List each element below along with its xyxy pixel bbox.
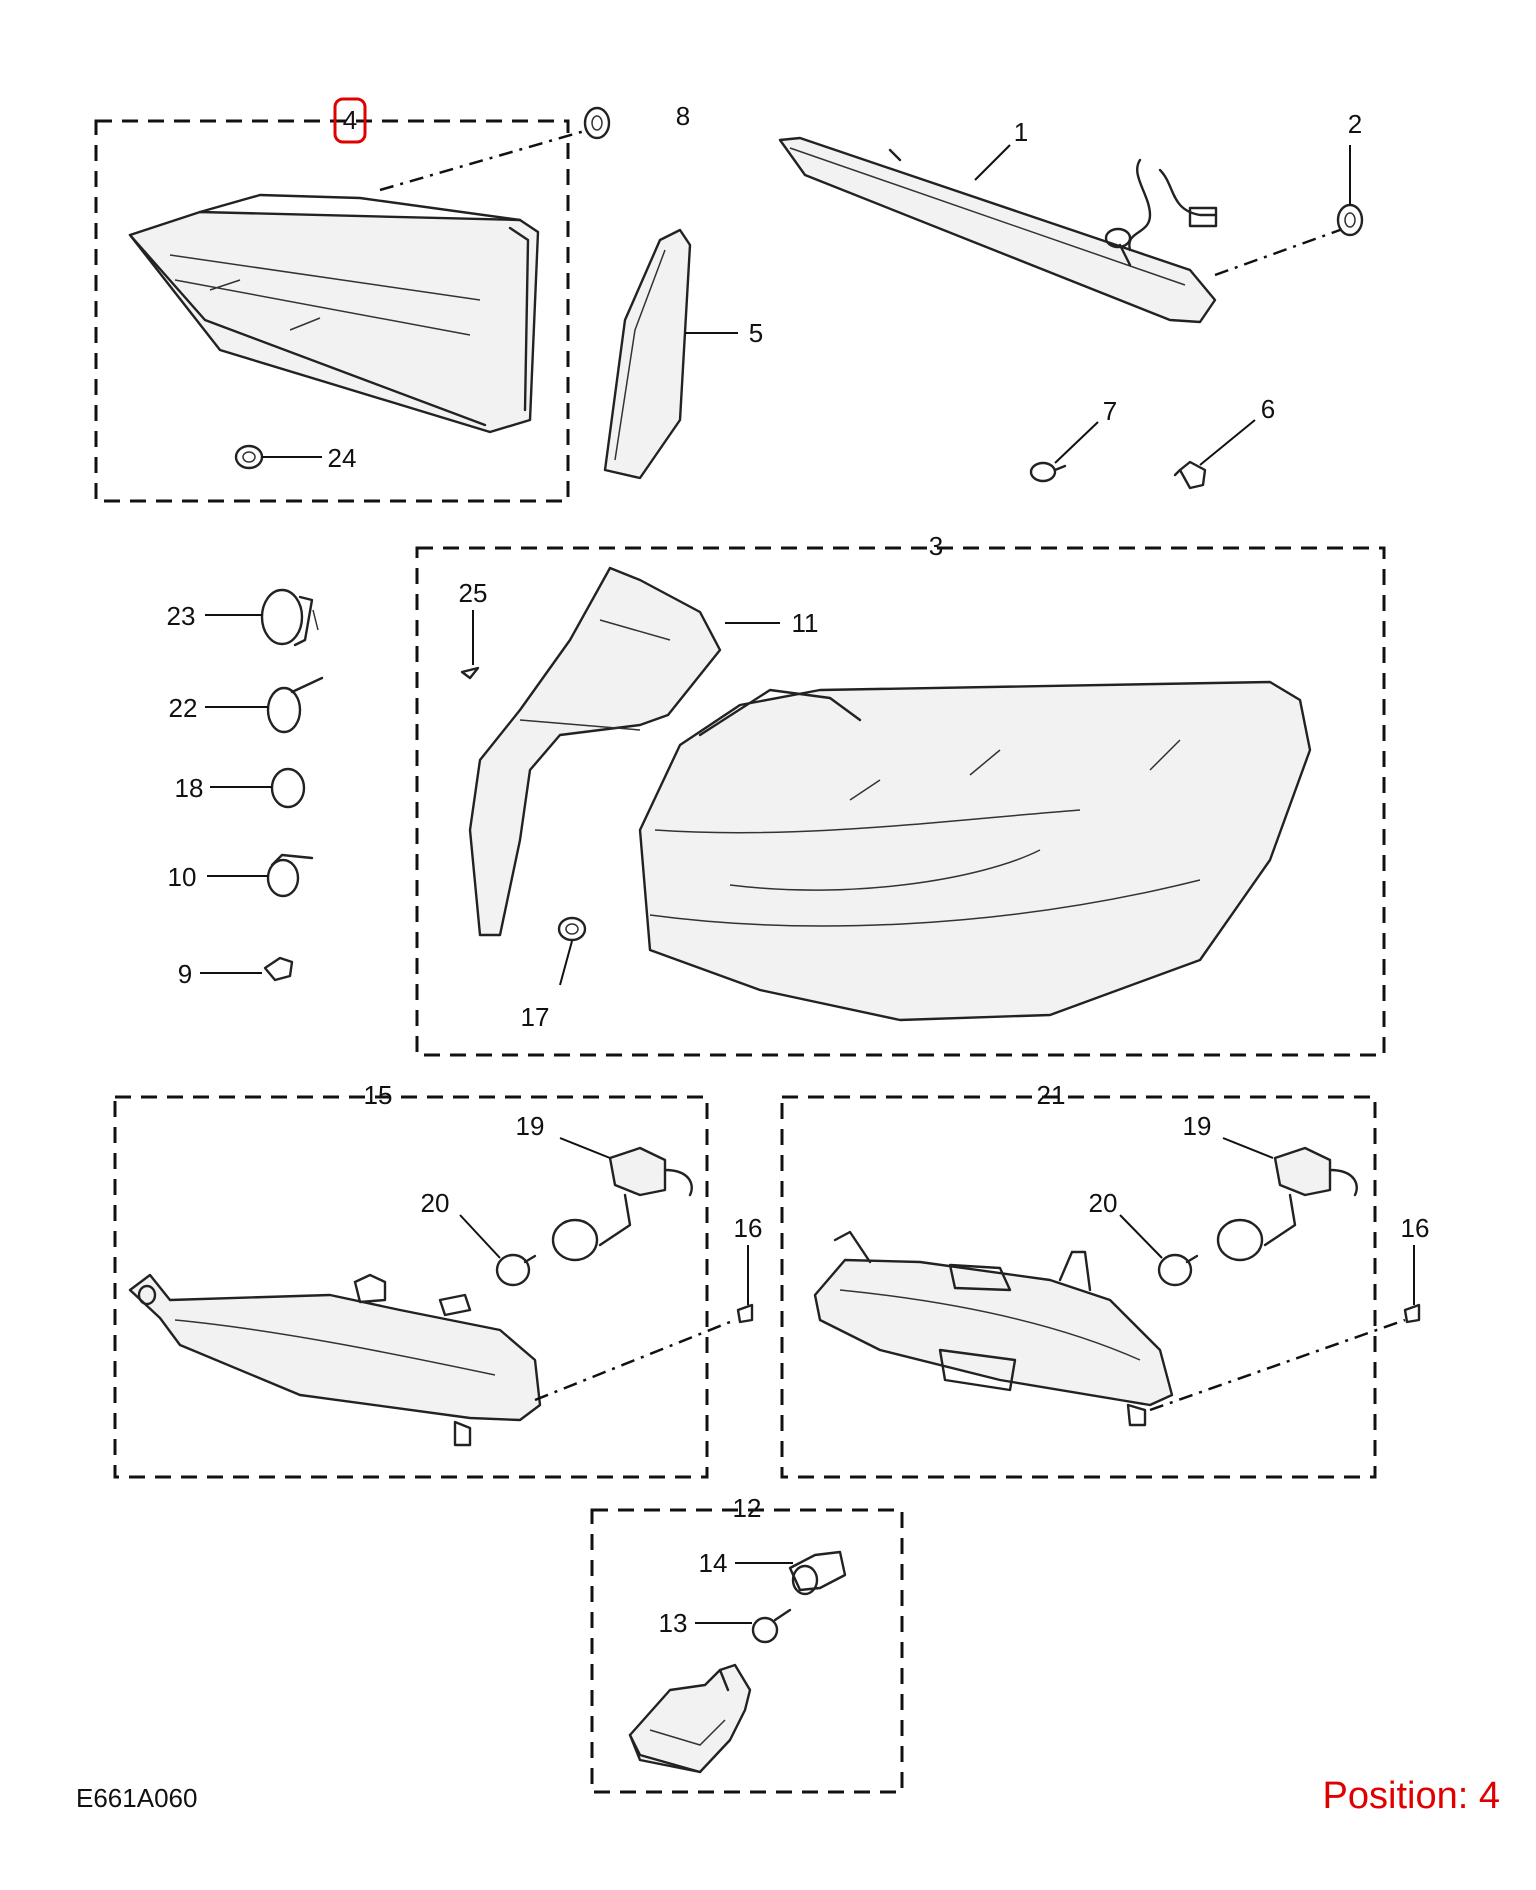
callout-1[interactable]: 1	[1014, 117, 1028, 147]
position-indicator: Position: 4	[1322, 1775, 1500, 1817]
callout-11[interactable]: 11	[792, 608, 819, 638]
group-box-21	[780, 1095, 1377, 1479]
diagram-id-label: E661A060	[76, 1783, 198, 1813]
callout-4-highlight	[333, 97, 367, 144]
callout-21[interactable]: 21	[1037, 1080, 1066, 1110]
leader-20b	[1119, 1214, 1163, 1259]
callout-22[interactable]: 22	[169, 693, 198, 723]
part-18-plug	[270, 767, 306, 809]
part-4-tail-lamp	[128, 193, 540, 434]
leader-6	[1199, 419, 1256, 466]
callout-10[interactable]: 10	[168, 862, 197, 892]
callout-25[interactable]: 25	[459, 578, 488, 608]
part-19-socket	[551, 1146, 693, 1262]
part-20b-bulb	[1157, 1253, 1199, 1287]
part-16-screw	[736, 1303, 754, 1324]
group-box-15	[113, 1095, 709, 1479]
callout-20b[interactable]: 20	[1089, 1188, 1118, 1218]
callout-2[interactable]: 2	[1348, 109, 1362, 139]
part-1-stop-lamp	[778, 136, 1218, 324]
callout-16[interactable]: 16	[734, 1213, 763, 1243]
callout-24[interactable]: 24	[328, 443, 357, 473]
callout-4[interactable]: 4	[343, 105, 357, 135]
part-6-clip	[1173, 460, 1207, 490]
part-12-lamp	[628, 1663, 752, 1774]
part-7-screw	[1029, 461, 1067, 483]
part-10-cap	[266, 853, 314, 898]
callout-18[interactable]: 18	[175, 773, 204, 803]
leader-dash-1-2	[1214, 228, 1341, 277]
part-9-clip	[263, 956, 294, 982]
part-24-grommet	[234, 444, 264, 470]
group-box-12	[590, 1508, 904, 1794]
part-16b-screw	[1403, 1303, 1421, 1324]
callout-19b[interactable]: 19	[1183, 1111, 1212, 1141]
leader-dash-21-16	[1149, 1318, 1406, 1412]
part-21-lamp	[813, 1230, 1174, 1427]
part-5-trim	[603, 228, 692, 480]
leader-dash-4-8	[379, 128, 589, 192]
part-19b-socket	[1216, 1146, 1358, 1262]
callout-20[interactable]: 20	[421, 1188, 450, 1218]
callout-15[interactable]: 15	[364, 1080, 393, 1110]
leader-20	[459, 1214, 501, 1259]
callout-8[interactable]: 8	[676, 101, 690, 131]
callout-6[interactable]: 6	[1261, 394, 1275, 424]
callout-5[interactable]: 5	[749, 318, 763, 348]
leader-19	[559, 1137, 611, 1159]
leader-17	[559, 940, 573, 986]
callout-13[interactable]: 13	[659, 1608, 688, 1638]
callout-19[interactable]: 19	[516, 1111, 545, 1141]
callout-14[interactable]: 14	[699, 1548, 728, 1578]
group-box-4	[94, 119, 570, 503]
part-15-lamp	[128, 1273, 542, 1447]
callout-23[interactable]: 23	[167, 601, 196, 631]
callout-7[interactable]: 7	[1103, 396, 1117, 426]
part-2-grommet	[1336, 203, 1364, 237]
leader-1	[974, 144, 1011, 181]
callout-16b[interactable]: 16	[1401, 1213, 1430, 1243]
part-14-bulb	[788, 1550, 847, 1596]
part-25-screw	[460, 666, 480, 680]
leader-19b	[1222, 1137, 1274, 1159]
leader-7	[1054, 421, 1099, 464]
part-22-cover	[266, 676, 324, 734]
callout-17[interactable]: 17	[521, 1002, 550, 1032]
part-11-bracket	[468, 566, 722, 937]
leader-dash-15-16	[534, 1318, 736, 1402]
part-20-bulb	[495, 1253, 537, 1287]
group-box-3	[415, 546, 1386, 1057]
callout-3[interactable]: 3	[929, 531, 943, 561]
part-23-cover	[260, 588, 319, 647]
part-8-grommet	[583, 106, 611, 140]
callout-9[interactable]: 9	[178, 959, 192, 989]
part-3-tail-lamp	[638, 680, 1312, 1022]
part-17-washer	[557, 916, 587, 942]
part-13-bulb	[751, 1608, 792, 1644]
callout-12[interactable]: 12	[733, 1493, 762, 1523]
